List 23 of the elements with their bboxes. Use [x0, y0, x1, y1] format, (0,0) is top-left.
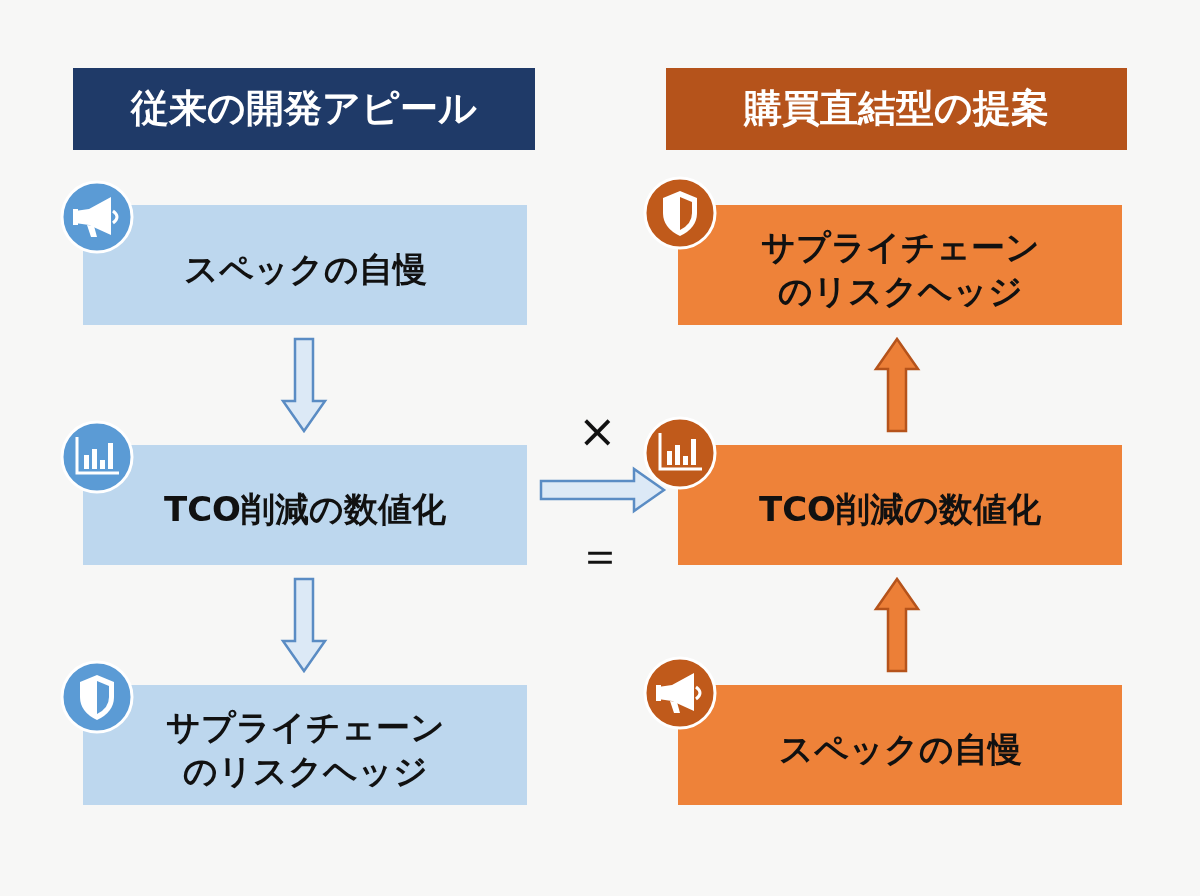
- step-text: TCO削減の数値化: [758, 487, 1042, 531]
- step-box: [83, 685, 527, 805]
- step-box: [83, 445, 527, 565]
- arrow: [873, 336, 921, 433]
- arrow: [280, 577, 328, 674]
- heading: 購買直結型の提案: [744, 85, 1049, 133]
- step-text: スペックの自慢: [183, 247, 427, 291]
- arrow: [539, 466, 667, 514]
- step-box: [678, 685, 1122, 805]
- step-text: サプライチェーンのリスクヘッジ: [759, 225, 1041, 313]
- step-text: サプライチェーンのリスクヘッジ: [164, 705, 446, 793]
- times-sign: ×: [578, 408, 617, 454]
- step-box: [678, 205, 1122, 325]
- arrow: [873, 576, 921, 673]
- step-text: スペックの自慢: [778, 727, 1022, 771]
- header-box: [666, 68, 1127, 150]
- step-box: [678, 445, 1122, 565]
- step-box: [83, 205, 527, 325]
- header-box: [73, 68, 535, 150]
- equals-sign: ＝: [577, 532, 623, 578]
- heading: 従来の開発アピール: [131, 85, 477, 133]
- arrow: [280, 337, 328, 434]
- step-text: TCO削減の数値化: [163, 487, 447, 531]
